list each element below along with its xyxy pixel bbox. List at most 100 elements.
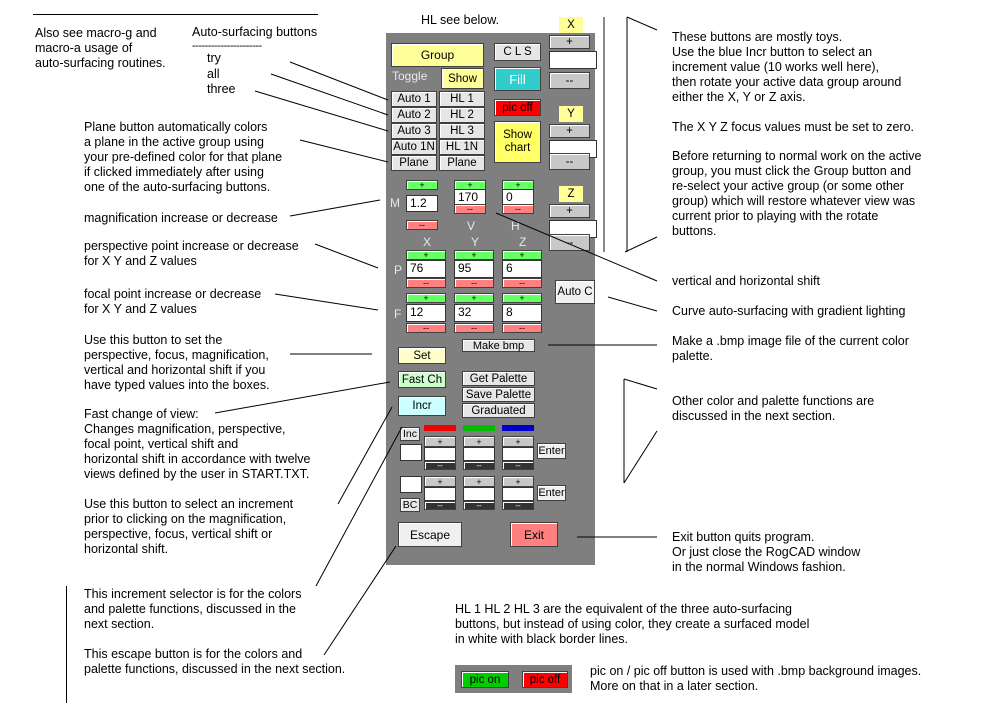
fy-plus-button[interactable]: + xyxy=(454,293,494,303)
fx-input[interactable]: 12 xyxy=(406,304,446,322)
py-plus-button[interactable]: + xyxy=(454,250,494,260)
hl-description: HL 1 HL 2 HL 3 are the equivalent of the… xyxy=(455,602,810,646)
h-minus-button[interactable]: -- xyxy=(502,204,534,214)
magnification-note: magnification increase or decrease xyxy=(84,211,278,225)
f-row-label: F xyxy=(394,307,402,321)
r2-plus-button[interactable]: + xyxy=(424,476,456,487)
rotate-z-plus-button[interactable]: + xyxy=(549,204,590,218)
g1-minus-button[interactable]: -- xyxy=(463,461,495,470)
pic-off-demo-button[interactable]: pic off xyxy=(522,671,568,688)
make-bmp-button[interactable]: Make bmp xyxy=(462,339,535,352)
shift-note: vertical and horizontal shift xyxy=(672,274,820,288)
blue-channel-bar xyxy=(502,425,534,431)
increment-selector-note: This increment selector is for the color… xyxy=(84,587,302,631)
b1-plus-button[interactable]: + xyxy=(502,436,534,447)
inc-color-input[interactable] xyxy=(400,444,422,461)
get-palette-button[interactable]: Get Palette xyxy=(462,371,535,386)
fast-change-button[interactable]: Fast Ch xyxy=(398,371,446,388)
g1-plus-button[interactable]: + xyxy=(463,436,495,447)
rotate-z-label: Z xyxy=(559,186,583,202)
g2-input[interactable] xyxy=(463,487,495,501)
hl-2-button[interactable]: HL 2 xyxy=(439,107,485,123)
fx-minus-button[interactable]: -- xyxy=(406,323,446,333)
enter-button-2[interactable]: Enter xyxy=(537,485,566,501)
fx-plus-button[interactable]: + xyxy=(406,293,446,303)
r2-input[interactable] xyxy=(424,487,456,501)
pic-note: pic on / pic off button is used with .bm… xyxy=(590,664,922,693)
z-column-label: Z xyxy=(519,235,527,249)
exit-note: Exit button quits program. Or just close… xyxy=(672,530,861,574)
fill-button[interactable]: Fill xyxy=(494,67,541,91)
pic-on-button[interactable]: pic on xyxy=(461,671,509,688)
hl-1n-button[interactable]: HL 1N xyxy=(439,139,485,155)
macro-note: Also see macro-g and macro-a usage of au… xyxy=(35,26,166,70)
auto-1n-button[interactable]: Auto 1N xyxy=(391,139,437,155)
incr-button[interactable]: Incr xyxy=(398,396,446,416)
fz-plus-button[interactable]: + xyxy=(502,293,542,303)
py-input[interactable]: 95 xyxy=(454,260,494,278)
b2-minus-button[interactable]: -- xyxy=(502,501,534,510)
px-input[interactable]: 76 xyxy=(406,260,446,278)
px-minus-button[interactable]: -- xyxy=(406,278,446,288)
auto-c-button[interactable]: Auto C xyxy=(555,280,595,304)
rotate-x-label: X xyxy=(559,17,583,33)
pz-input[interactable]: 6 xyxy=(502,260,542,278)
rotate-y-plus-button[interactable]: + xyxy=(549,124,590,138)
mag-plus-button[interactable]: + xyxy=(406,180,438,190)
b1-minus-button[interactable]: -- xyxy=(502,461,534,470)
fy-input[interactable]: 32 xyxy=(454,304,494,322)
r1-input[interactable] xyxy=(424,447,456,461)
hl-3-button[interactable]: HL 3 xyxy=(439,123,485,139)
auto-surfacing-list: try all three xyxy=(207,51,236,96)
group-button[interactable]: Group xyxy=(391,43,484,67)
pic-off-button[interactable]: pic off xyxy=(494,99,541,116)
rotate-z-minus-button[interactable]: -- xyxy=(549,234,590,251)
hl-1-button[interactable]: HL 1 xyxy=(439,91,485,107)
set-button[interactable]: Set xyxy=(398,347,446,364)
v-label: V xyxy=(467,219,476,233)
x-column-label: X xyxy=(423,235,432,249)
g2-minus-button[interactable]: -- xyxy=(463,501,495,510)
hl-plane-button[interactable]: Plane xyxy=(439,155,485,171)
auto-2-button[interactable]: Auto 2 xyxy=(391,107,437,123)
g1-input[interactable] xyxy=(463,447,495,461)
b2-plus-button[interactable]: + xyxy=(502,476,534,487)
b2-input[interactable] xyxy=(502,487,534,501)
inc-button[interactable]: Inc xyxy=(400,427,420,441)
pz-minus-button[interactable]: -- xyxy=(502,278,542,288)
rotate-y-minus-button[interactable]: -- xyxy=(549,153,590,170)
auto-3-button[interactable]: Auto 3 xyxy=(391,123,437,139)
v-minus-button[interactable]: -- xyxy=(454,204,486,214)
graduated-button[interactable]: Graduated xyxy=(462,403,535,418)
px-plus-button[interactable]: + xyxy=(406,250,446,260)
show-button[interactable]: Show xyxy=(441,68,484,89)
mag-input[interactable]: 1.2 xyxy=(406,195,438,212)
rotate-x-minus-button[interactable]: -- xyxy=(549,72,590,89)
xyz-zero-note: The X Y Z focus values must be set to ze… xyxy=(672,120,915,134)
fy-minus-button[interactable]: -- xyxy=(454,323,494,333)
escape-button[interactable]: Escape xyxy=(398,522,462,547)
py-minus-button[interactable]: -- xyxy=(454,278,494,288)
enter-button-1[interactable]: Enter xyxy=(537,443,566,459)
plane-button[interactable]: Plane xyxy=(391,155,437,171)
rotate-x-input[interactable] xyxy=(549,51,597,69)
b1-input[interactable] xyxy=(502,447,534,461)
save-palette-button[interactable]: Save Palette xyxy=(462,387,535,402)
bc-color-input[interactable] xyxy=(400,476,422,493)
rotate-x-plus-button[interactable]: + xyxy=(549,35,590,49)
fz-input[interactable]: 8 xyxy=(502,304,542,322)
cls-button[interactable]: C L S xyxy=(494,43,541,61)
g2-plus-button[interactable]: + xyxy=(463,476,495,487)
r2-minus-button[interactable]: -- xyxy=(424,501,456,510)
mag-minus-button[interactable]: -- xyxy=(406,220,438,230)
r1-minus-button[interactable]: -- xyxy=(424,461,456,470)
fz-minus-button[interactable]: -- xyxy=(502,323,542,333)
v-shift-input[interactable]: 170 xyxy=(454,189,486,205)
auto-1-button[interactable]: Auto 1 xyxy=(391,91,437,107)
bc-button[interactable]: BC xyxy=(400,498,420,512)
r1-plus-button[interactable]: + xyxy=(424,436,456,447)
pz-plus-button[interactable]: + xyxy=(502,250,542,260)
exit-button[interactable]: Exit xyxy=(510,522,558,547)
show-chart-button[interactable]: Show chart xyxy=(494,121,541,163)
